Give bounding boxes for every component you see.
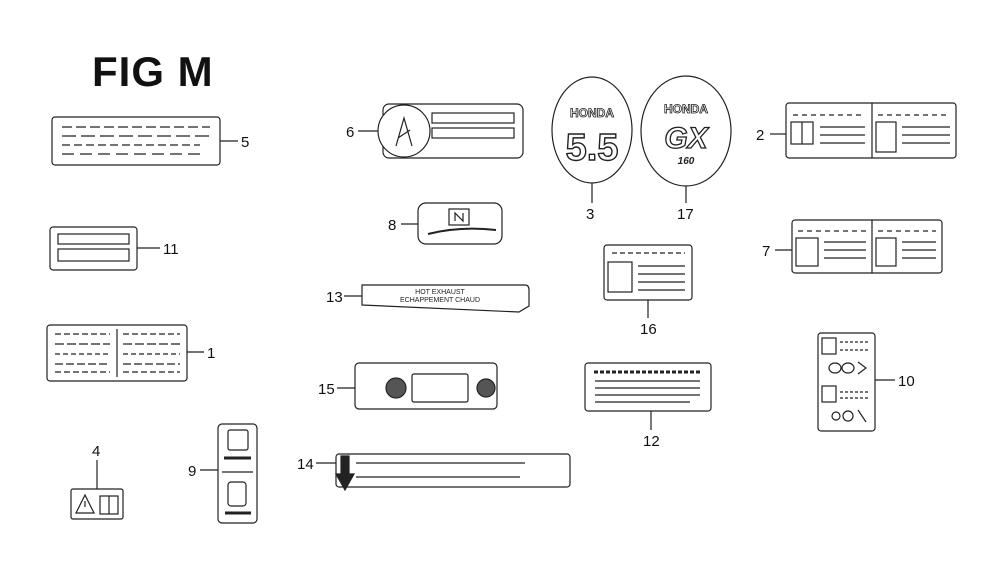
label-part-2 (770, 102, 957, 159)
callout-7: 7 (762, 243, 770, 260)
label-part-12 (584, 362, 712, 430)
callout-6: 6 (346, 124, 354, 141)
callout-1: 1 (207, 345, 215, 362)
label-part-17 (640, 75, 732, 203)
callout-14: 14 (297, 456, 314, 473)
label-part-6 (358, 103, 524, 159)
callout-12: 12 (643, 433, 660, 450)
callout-2: 2 (756, 127, 764, 144)
label-part-11 (49, 226, 160, 271)
callout-16: 16 (640, 321, 657, 338)
emblem-3-text: HONDA 5.5 (565, 106, 619, 170)
emblem-17-logo: GX (664, 122, 709, 155)
emblem-17-text: HONDA GX 160 (664, 102, 711, 167)
emblem-17-brand: HONDA (664, 102, 708, 116)
label-part-9 (200, 423, 258, 524)
callout-9: 9 (188, 463, 196, 480)
callout-10: 10 (898, 373, 915, 390)
callout-8: 8 (388, 217, 396, 234)
label-part-16 (603, 244, 693, 318)
label-part-14 (316, 453, 571, 492)
callout-17: 17 (677, 206, 694, 223)
callout-15: 15 (318, 381, 335, 398)
emblem-3-brand: HONDA (570, 106, 614, 120)
label-part-15 (337, 362, 498, 410)
emblem-17-model: 160 (678, 156, 695, 167)
label-part-8 (401, 202, 503, 245)
emblem-3-size: 5.5 (566, 127, 619, 169)
exhaust-line-1: HOT EXHAUST (415, 289, 465, 296)
label-part-5 (51, 116, 238, 166)
label-13-text: HOT EXHAUST ECHAPPEMENT CHAUD (400, 289, 480, 304)
label-part-13 (344, 284, 530, 313)
callout-13: 13 (326, 289, 343, 306)
label-part-3 (551, 76, 633, 203)
callout-5: 5 (241, 134, 249, 151)
label-part-10 (817, 332, 895, 432)
callout-numbers: 5 11 1 4 9 6 8 13 15 14 3 17 16 12 2 7 1… (92, 124, 915, 480)
label-part-4 (70, 460, 124, 520)
callout-3: 3 (586, 206, 594, 223)
figure-title: FIG M (92, 48, 214, 95)
exhaust-line-2: ECHAPPEMENT CHAUD (400, 297, 480, 304)
callout-11: 11 (163, 241, 179, 258)
label-part-1 (46, 324, 204, 382)
label-part-7 (775, 219, 943, 274)
callout-4: 4 (92, 443, 100, 460)
